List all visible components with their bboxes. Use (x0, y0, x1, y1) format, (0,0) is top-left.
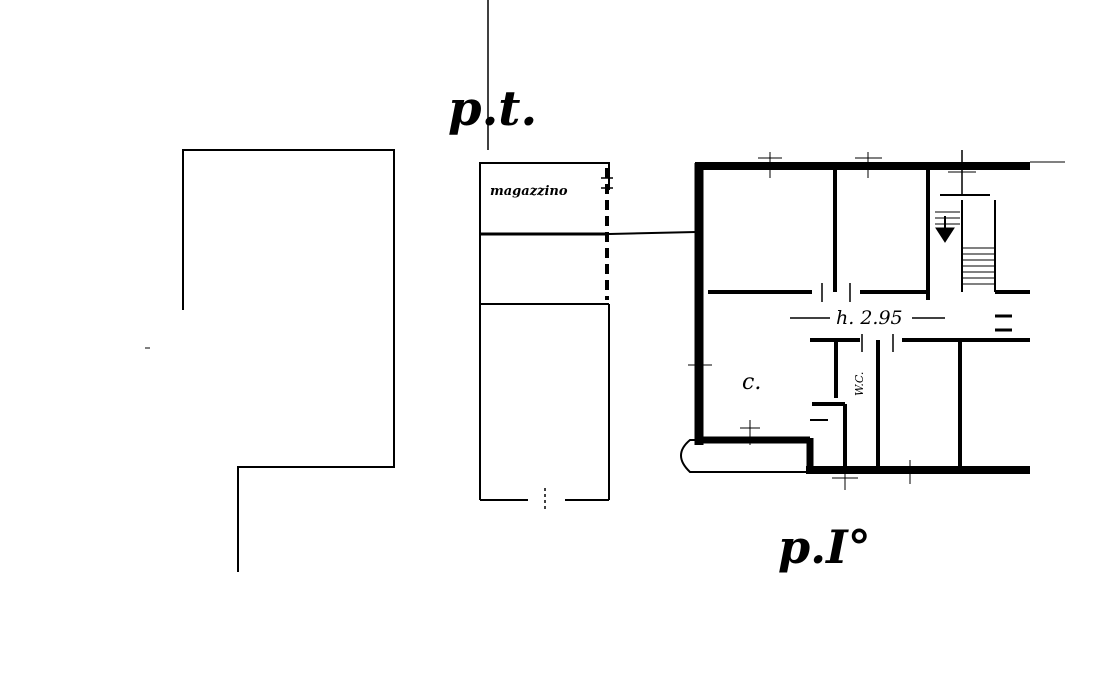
ceiling-height-label: h. 2.95 (836, 307, 903, 329)
left-building-outline (182, 149, 395, 572)
storage-label: magazzino (490, 184, 568, 199)
first-floor-plan (680, 150, 1065, 490)
ground-floor-title: p.t. (448, 81, 537, 137)
ground-floor-block (479, 162, 697, 512)
wc-label: W.C. (853, 372, 866, 396)
stair-arrow-icon (935, 227, 955, 243)
kitchen-label: c. (742, 370, 761, 395)
first-floor-title: p.I° (778, 520, 871, 574)
